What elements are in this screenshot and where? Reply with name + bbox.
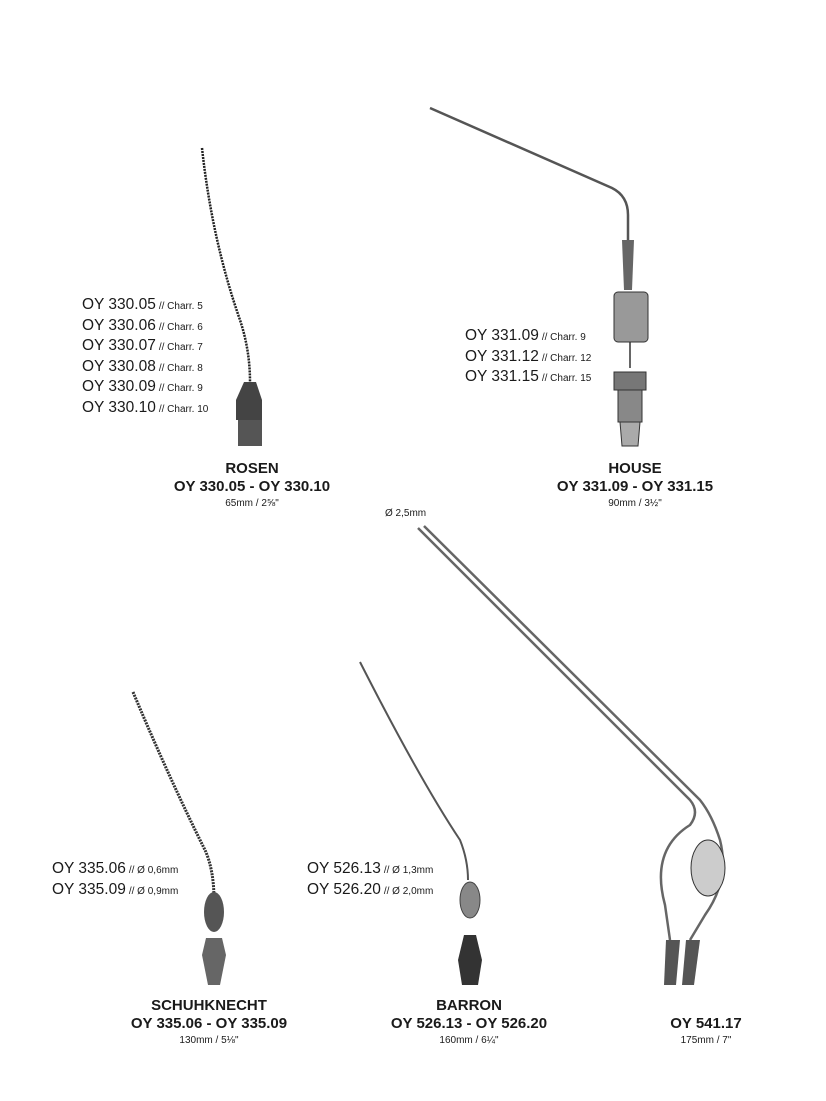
variant-row: OY 330.10// Charr. 10 [82,399,208,420]
rosen-instrument-image [200,147,262,446]
barron-variant-list: OY 526.13// Ø 1,3mm OY 526.20// Ø 2,0mm [307,860,433,901]
product-size: 160mm / 6¼" [439,1035,499,1046]
variant-spec: // Charr. 6 [158,321,203,333]
variant-code: OY 335.06 [52,860,126,877]
product-name: BARRON [436,997,502,1014]
product-size: 130mm / 5⅛" [179,1035,239,1046]
diameter-label: Ø 2,5mm [385,508,427,519]
product-name: ROSEN [225,460,279,477]
variant-row: OY 526.13// Ø 1,3mm [307,860,433,881]
schuhknecht-instrument-image [131,691,226,985]
variant-code: OY 331.15 [465,368,539,385]
product-range: OY 526.13 - OY 526.20 [390,1015,548,1032]
rosen-variant-list: OY 330.05// Charr. 5 OY 330.06// Charr. … [82,296,208,419]
variant-spec: // Charr. 5 [158,301,203,312]
variant-row: OY 331.12// Charr. 12 [465,348,591,369]
variant-spec: // Charr. 9 [541,332,586,343]
variant-row: OY 331.09// Charr. 9 [465,327,591,348]
product-size: 175mm / 7" [680,1035,732,1046]
variant-code: OY 330.08 [82,357,156,375]
oy54117-instrument-image [417,525,726,985]
product-range: OY 541.17 [670,1015,742,1032]
house-instrument-image [429,106,649,447]
variant-code: OY 331.12 [465,347,539,365]
variant-code: OY 330.05 [82,296,156,313]
variant-spec: // Ø 0,6mm [128,865,179,876]
product-name: HOUSE [608,460,662,477]
barron-instrument-image [359,661,482,985]
house-caption: HOUSE OY 331.09 - OY 331.15 90mm / 3½" [505,460,765,511]
product-size: 65mm / 2⅝" [225,498,279,509]
variant-row: OY 335.06// Ø 0,6mm [52,860,178,881]
product-name: SCHUHKNECHT [151,997,267,1014]
variant-row: OY 330.06// Charr. 6 [82,317,208,338]
variant-row: OY 330.05// Charr. 5 [82,296,208,317]
variant-row: OY 330.08// Charr. 8 [82,358,208,379]
oy54117-caption: OY 541.17 175mm / 7" [576,1015,826,1048]
variant-spec: // Charr. 15 [541,373,592,384]
product-range: OY 330.05 - OY 330.10 [173,478,331,495]
variant-spec: // Charr. 7 [158,342,203,353]
rosen-caption: ROSEN OY 330.05 - OY 330.10 65mm / 2⅝" [122,460,382,511]
variant-spec: // Ø 2,0mm [383,885,434,897]
variant-code: OY 330.07 [82,337,156,354]
product-size: 90mm / 3½" [608,498,662,509]
variant-spec: // Charr. 9 [158,383,203,394]
schuhknecht-variant-list: OY 335.06// Ø 0,6mm OY 335.09// Ø 0,9mm [52,860,178,901]
variant-code: OY 330.09 [82,378,156,395]
variant-row: OY 330.09// Charr. 9 [82,378,208,399]
variant-code: OY 330.10 [82,398,156,416]
variant-code: OY 526.20 [307,880,381,898]
variant-code: OY 330.06 [82,316,156,334]
variant-spec: // Ø 0,9mm [128,885,179,897]
variant-code: OY 331.09 [465,327,539,344]
variant-spec: // Charr. 10 [158,403,209,415]
variant-code: OY 526.13 [307,860,381,877]
barron-caption: BARRON OY 526.13 - OY 526.20 160mm / 6¼" [339,997,599,1048]
product-range: OY 331.09 - OY 331.15 [556,478,714,495]
variant-row: OY 331.15// Charr. 15 [465,368,591,389]
variant-code: OY 335.09 [52,880,126,898]
schuhknecht-caption: SCHUHKNECHT OY 335.06 - OY 335.09 130mm … [79,997,339,1048]
house-variant-list: OY 331.09// Charr. 9 OY 331.12// Charr. … [465,327,591,389]
variant-row: OY 526.20// Ø 2,0mm [307,881,433,902]
variant-spec: // Charr. 12 [541,352,592,364]
variant-row: OY 335.09// Ø 0,9mm [52,881,178,902]
variant-spec: // Charr. 8 [158,362,203,374]
variant-row: OY 330.07// Charr. 7 [82,337,208,358]
variant-spec: // Ø 1,3mm [383,865,434,876]
product-range: OY 335.06 - OY 335.09 [130,1015,288,1032]
